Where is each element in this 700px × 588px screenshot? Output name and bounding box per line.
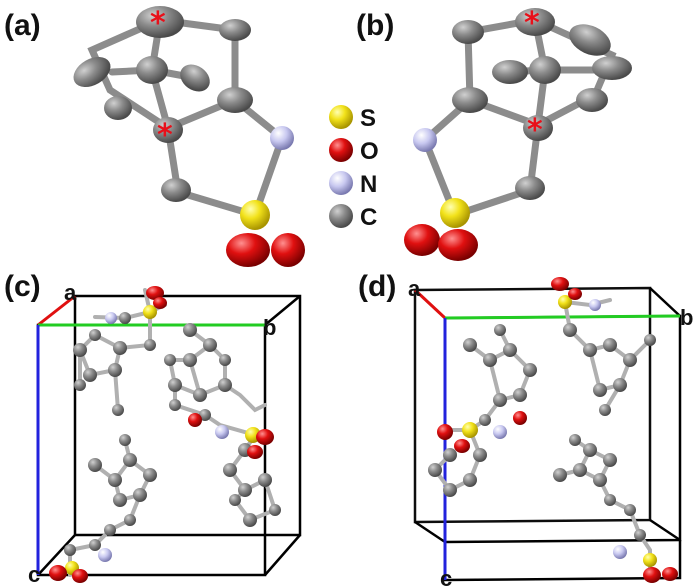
chiral-star-marker: *	[527, 113, 543, 148]
atom-carbon	[452, 20, 484, 44]
atom-carbon	[529, 56, 561, 84]
hetero-atoms	[437, 277, 678, 583]
axis-a-line	[37, 294, 76, 327]
panel-label-c: (c)	[4, 270, 41, 303]
molecule-a-atoms	[73, 6, 305, 267]
carbon-atoms	[64, 312, 281, 556]
legend-oxygen-swatch	[329, 138, 353, 162]
axis-a-label: a	[408, 276, 421, 301]
atom-carbon	[136, 56, 168, 84]
axis-c-label: c	[28, 562, 40, 587]
legend-sulfur-swatch	[329, 105, 353, 129]
panel-c: (c) a b c	[4, 270, 302, 587]
axis-b-label: b	[680, 305, 693, 330]
panel-label-b: (b)	[356, 9, 394, 42]
legend-carbon-swatch	[329, 204, 353, 228]
legend-carbon-label: C	[360, 204, 377, 231]
chiral-star-marker: *	[157, 118, 173, 153]
axis-b-line	[444, 314, 681, 320]
atom-carbon	[217, 87, 253, 113]
packed-molecules-d	[428, 277, 678, 583]
legend-nitrogen-swatch	[329, 171, 353, 195]
legend-sulfur-label: S	[360, 105, 376, 132]
axis-c-label: c	[440, 566, 452, 588]
axis-a-line	[413, 288, 447, 320]
atom-carbon	[136, 6, 184, 38]
atom-carbon	[153, 117, 183, 143]
atom-nitrogen	[413, 128, 437, 152]
atom-oxygen	[271, 233, 305, 267]
atom-oxygen	[404, 224, 440, 256]
atom-carbon	[523, 115, 553, 141]
atom-carbon	[180, 64, 210, 92]
panel-label-d: (d)	[358, 270, 396, 303]
atom-carbon	[515, 176, 545, 200]
chiral-star-marker: *	[524, 6, 540, 41]
molecule-b-atoms	[404, 8, 632, 261]
legend-oxygen-label: O	[360, 138, 379, 165]
legend-nitrogen-label: N	[360, 171, 377, 198]
atom-oxygen	[226, 233, 270, 267]
panel-d: (d) a b c	[358, 270, 693, 588]
panel-a: (a) * *	[4, 6, 305, 267]
carbon-atoms	[428, 323, 656, 541]
atom-carbon	[592, 56, 632, 80]
hetero-atoms	[49, 286, 274, 583]
atom-carbon	[492, 60, 528, 84]
axis-b-label: b	[263, 315, 276, 340]
axis-a-label: a	[64, 280, 77, 305]
atom-sulfur	[240, 200, 270, 230]
panel-label-a: (a)	[4, 9, 41, 42]
atom-carbon	[219, 19, 251, 41]
atom-carbon	[104, 96, 132, 120]
unit-cell-d	[413, 286, 682, 582]
atom-carbon	[73, 56, 111, 88]
packed-molecules-c	[49, 286, 281, 583]
atom-carbon	[569, 24, 611, 56]
atom-carbon	[452, 87, 488, 113]
panel-b: (b) * *	[356, 6, 632, 261]
chiral-star-marker: *	[150, 6, 166, 41]
atom-sulfur	[440, 198, 470, 228]
atom-nitrogen	[270, 126, 294, 150]
element-legend: S O N C	[329, 105, 379, 231]
atom-oxygen	[438, 229, 478, 261]
atom-carbon	[515, 8, 555, 36]
atom-carbon	[576, 88, 608, 112]
atom-carbon	[161, 178, 191, 202]
